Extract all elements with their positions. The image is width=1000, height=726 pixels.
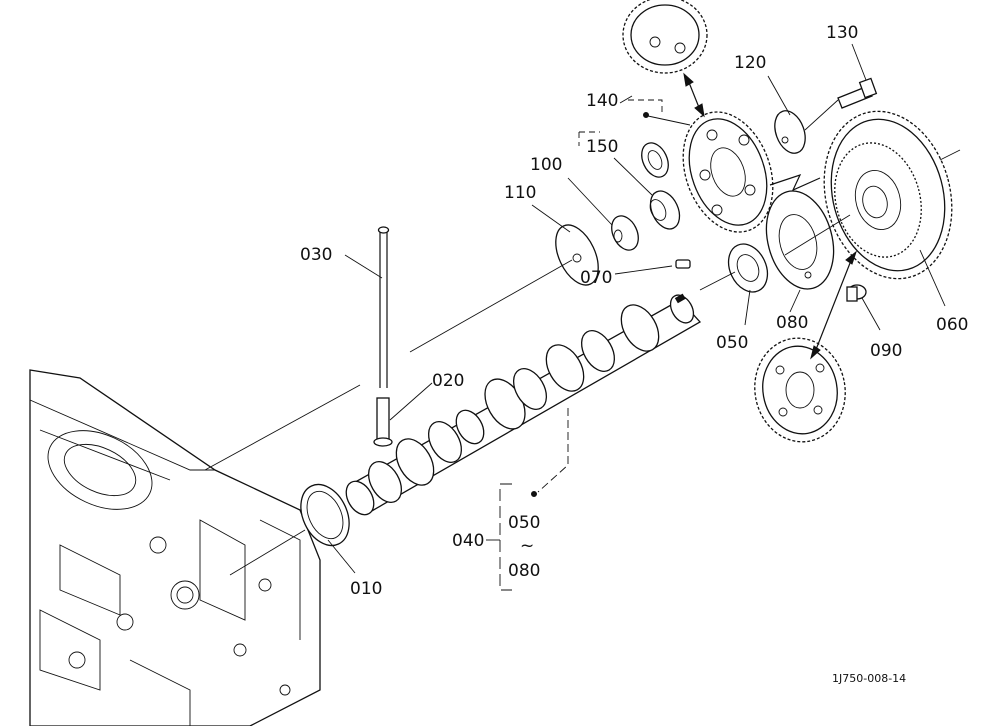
lower-gear-partial — [754, 337, 846, 443]
part-020-tappet — [373, 397, 393, 447]
label-070: 070 — [580, 268, 612, 288]
leader-lines — [204, 43, 961, 591]
label-010: 010 — [350, 579, 382, 599]
part-labels: 010 020 030 040 050 ~ 080 050 060 070 08… — [300, 23, 968, 685]
figure-code: 1J750-008-14 — [832, 672, 906, 685]
part-050-bearing — [727, 243, 769, 293]
part-120-plate — [774, 110, 806, 154]
label-140: 140 — [586, 91, 618, 111]
label-150: 150 — [586, 137, 618, 157]
part-110-thrust-plate — [555, 224, 599, 286]
label-030: 030 — [300, 245, 332, 265]
label-080: 080 — [776, 313, 808, 333]
label-120: 120 — [734, 53, 766, 73]
label-050-range-start: 050 — [508, 513, 540, 533]
part-070-key — [675, 259, 691, 269]
part-080-flange — [765, 190, 835, 290]
label-100: 100 — [530, 155, 562, 175]
engine-block — [29, 369, 321, 726]
label-080-range-end: 080 — [508, 561, 540, 581]
part-060-cam-gear — [823, 110, 953, 280]
part-150-bushing — [649, 190, 681, 230]
label-090: 090 — [870, 341, 902, 361]
part-030-push-rod — [377, 226, 390, 388]
part-010-bushing — [300, 483, 350, 547]
label-range-tilde: ~ — [520, 536, 534, 556]
part-140-idle-gear — [682, 111, 774, 233]
upper-gear-partial — [622, 0, 708, 74]
label-110: 110 — [504, 183, 536, 203]
camshaft — [345, 293, 702, 516]
part-130-bolt — [837, 77, 878, 109]
label-130: 130 — [826, 23, 858, 43]
label-060: 060 — [936, 315, 968, 335]
part-090-bolt — [846, 284, 867, 302]
needle-bearing — [641, 142, 669, 178]
label-050: 050 — [716, 333, 748, 353]
part-100-collar — [611, 215, 639, 251]
label-020: 020 — [432, 371, 464, 391]
label-040: 040 — [452, 531, 484, 551]
